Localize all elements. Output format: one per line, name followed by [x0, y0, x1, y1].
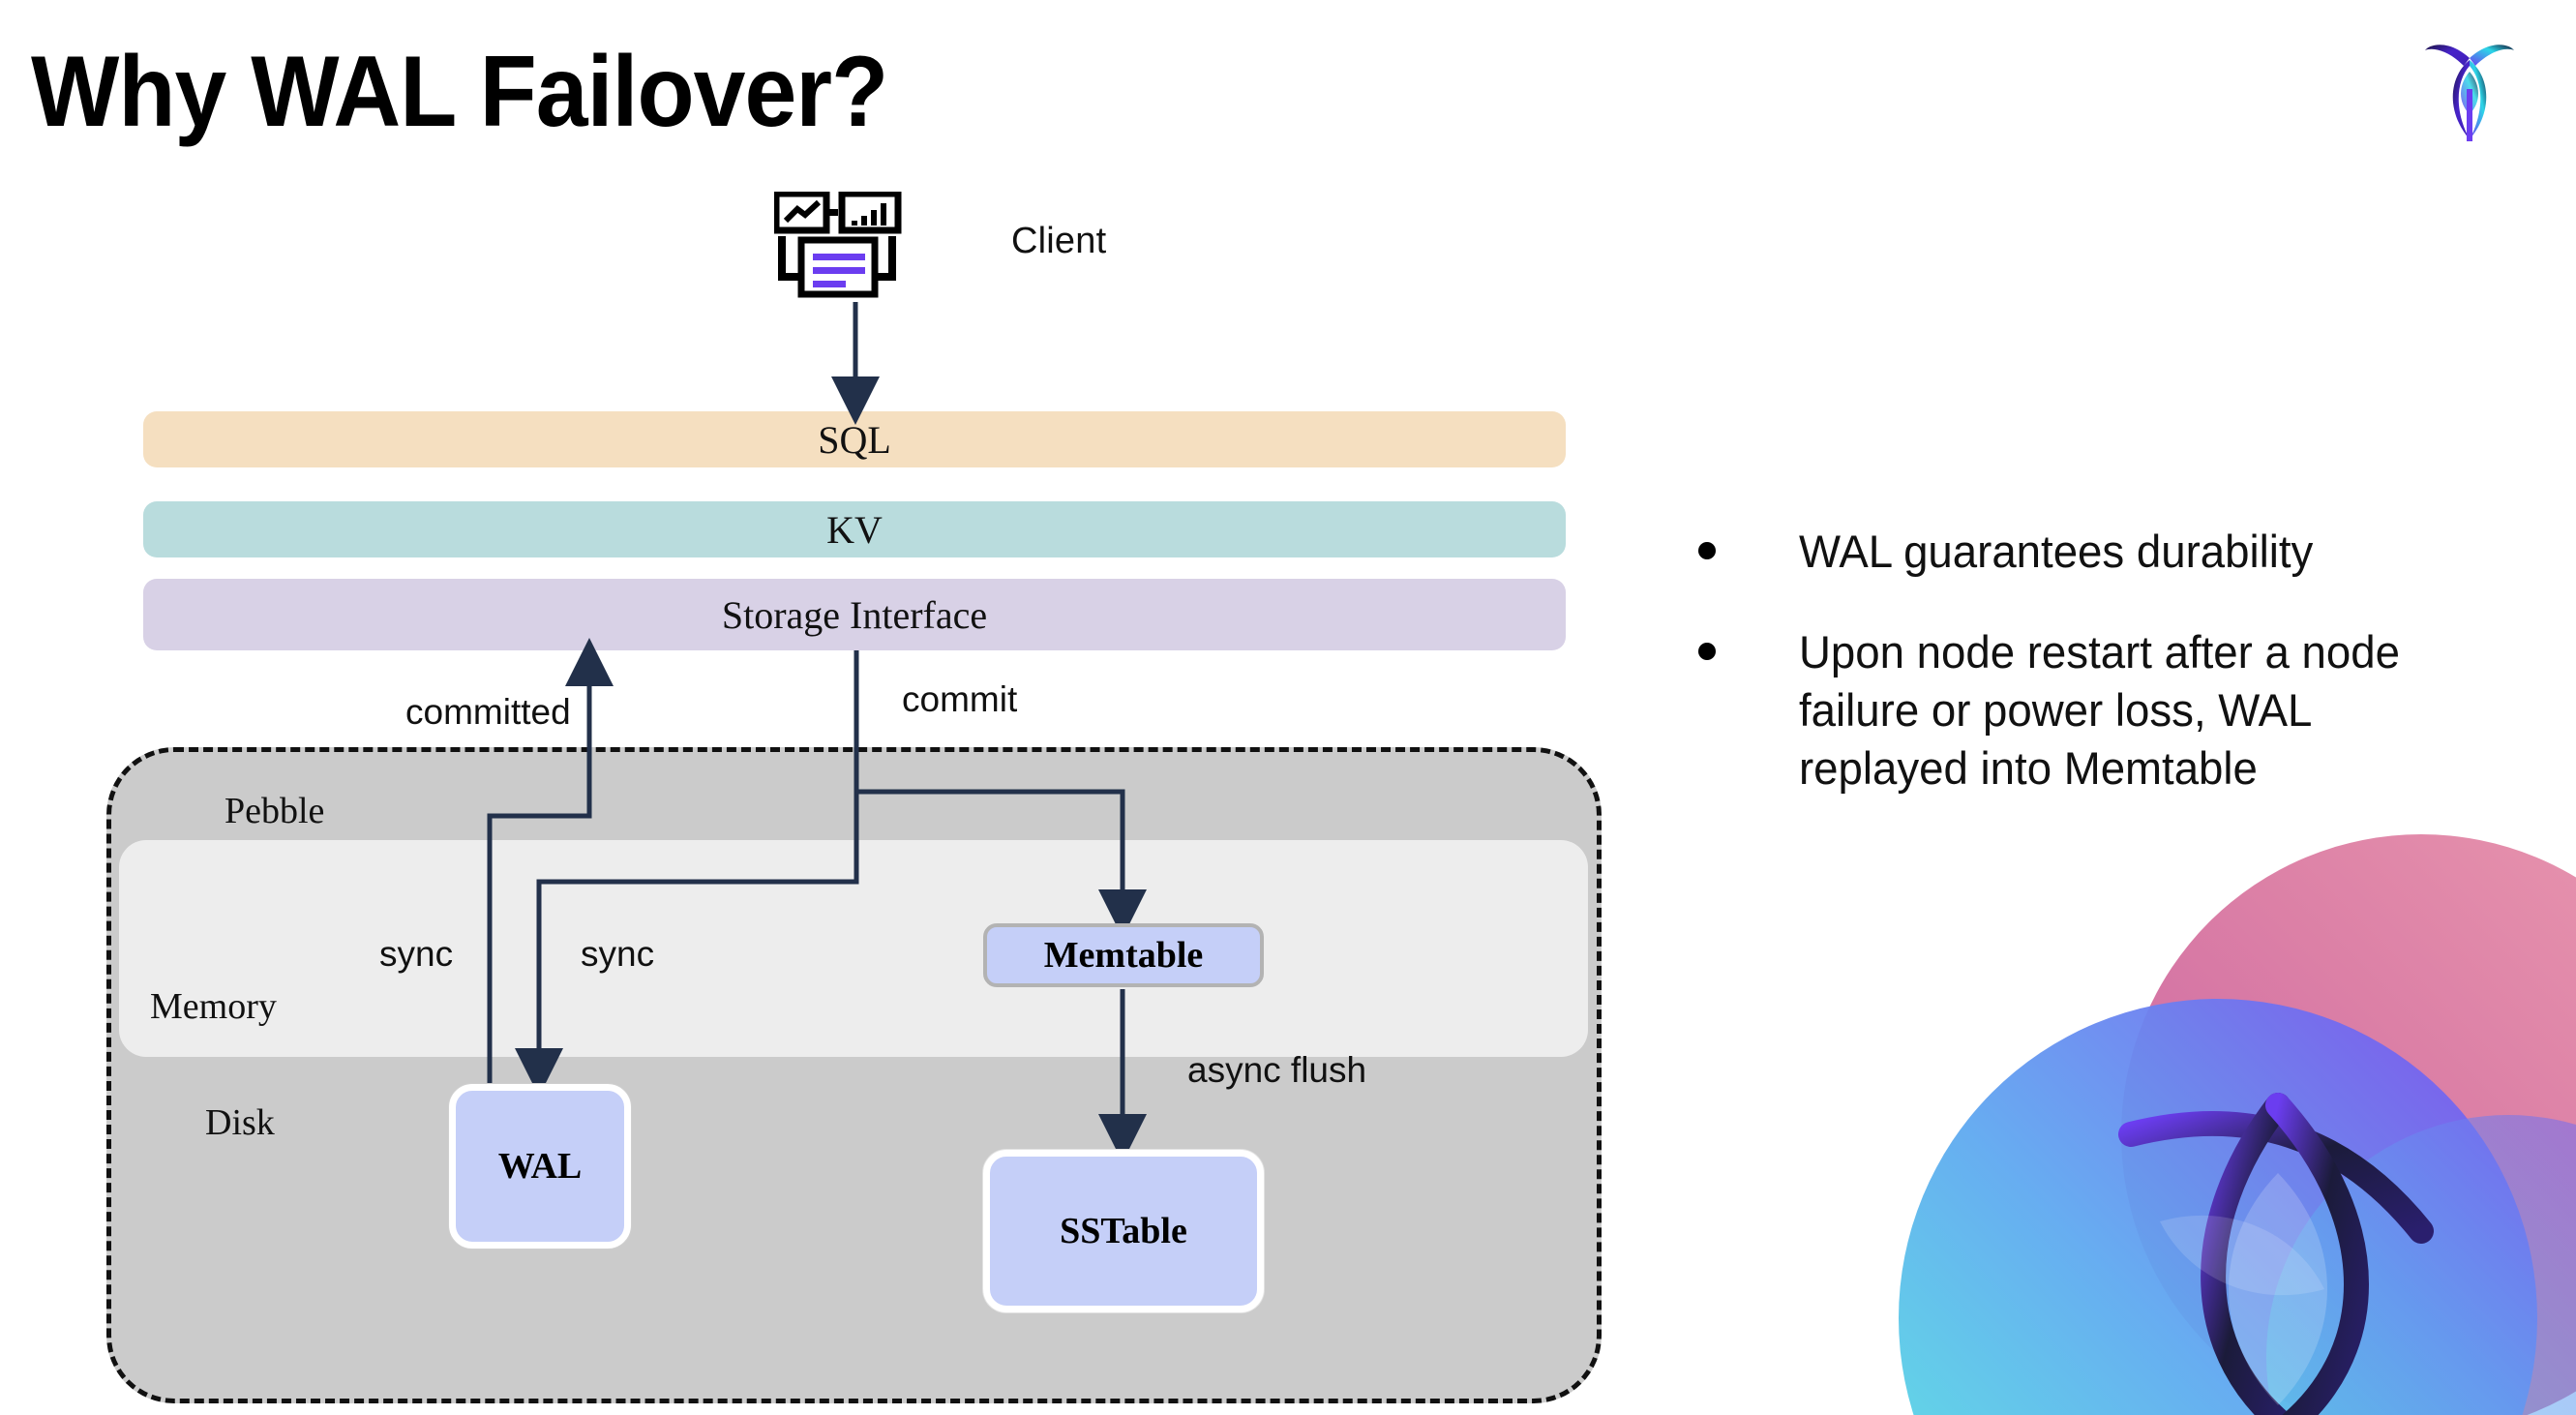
cockroachdb-logo — [2406, 21, 2533, 149]
list-item: Upon node restart after a node failure o… — [1698, 623, 2501, 798]
disk-label: Disk — [205, 1102, 275, 1143]
node-wal: WAL — [449, 1084, 631, 1249]
memory-label: Memory — [150, 986, 277, 1027]
memory-region — [119, 840, 1588, 1057]
edge-label-committed: committed — [405, 692, 571, 732]
node-memtable-label: Memtable — [1043, 935, 1204, 976]
edge-label-sync-right: sync — [581, 934, 655, 974]
node-sstable: SSTable — [983, 1150, 1264, 1312]
node-memtable: Memtable — [983, 923, 1264, 987]
decorative-corner-graphic — [1841, 815, 2576, 1415]
bullet-list: WAL guarantees durability Upon node rest… — [1698, 523, 2501, 841]
layer-bar-kv-label: KV — [826, 507, 883, 552]
layer-bar-storage-interface-label: Storage Interface — [721, 592, 988, 637]
layer-bar-storage-interface: Storage Interface — [143, 579, 1566, 650]
bullet-text: Upon node restart after a node failure o… — [1799, 626, 2400, 795]
client-label: Client — [1011, 221, 1107, 261]
node-sstable-label: SSTable — [1060, 1211, 1187, 1251]
bullet-text: WAL guarantees durability — [1799, 526, 2314, 577]
layer-bar-kv: KV — [143, 501, 1566, 557]
bullet-dot-icon — [1698, 643, 1716, 661]
edge-label-async-flush: async flush — [1187, 1050, 1367, 1090]
page-title: Why WAL Failover? — [31, 36, 888, 148]
client-app-icon — [772, 190, 929, 298]
edge-label-sync-left: sync — [379, 934, 454, 974]
node-wal-label: WAL — [497, 1146, 583, 1187]
bullet-dot-icon — [1698, 542, 1716, 559]
layer-bar-sql: SQL — [143, 411, 1566, 467]
list-item: WAL guarantees durability — [1698, 523, 2501, 581]
pebble-label: Pebble — [225, 791, 325, 831]
edge-label-commit: commit — [902, 679, 1018, 719]
layer-bar-sql-label: SQL — [818, 417, 891, 462]
